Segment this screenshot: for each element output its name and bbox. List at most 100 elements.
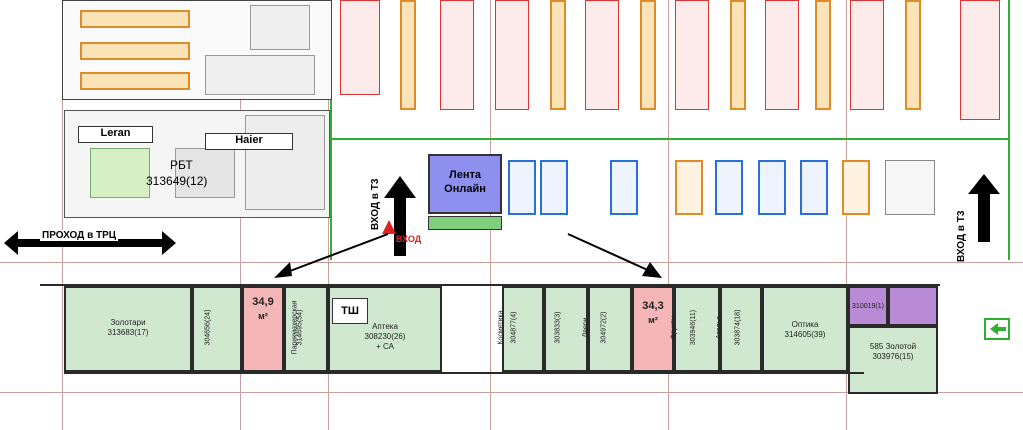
unit-585: 585 Золотой 303976(15): [848, 326, 938, 394]
pointer-arrow: [274, 233, 389, 278]
unit-zolotari: Золотари 313683(17): [64, 286, 192, 372]
unit-id: 308230(26): [364, 332, 406, 341]
entrance-arrow-left: [384, 176, 416, 256]
furniture: [175, 148, 235, 198]
unit-304656: 304656(24): [192, 286, 242, 372]
exit-arrow-icon: [990, 323, 1006, 335]
unit-303833: 303833(3): [544, 286, 588, 372]
rack: [80, 10, 190, 28]
unit-name: Золотари: [110, 318, 146, 327]
unit-id: 314695(54): [296, 309, 304, 346]
rack: [495, 0, 529, 110]
unit-available-343: 34,3 м²: [632, 286, 674, 372]
rack: [640, 0, 656, 110]
checkout: [715, 160, 743, 215]
unit-available-349: 34,9 м²: [242, 286, 284, 372]
lenta-online-label: Лента Онлайн: [444, 169, 486, 195]
checkout: [508, 160, 536, 215]
rbt-id: 313649(12): [146, 174, 208, 188]
unit-id: 303976(15): [872, 352, 914, 361]
unit-id: 310019(1): [852, 303, 884, 310]
rack: [80, 72, 190, 90]
leran-label: Leran: [78, 126, 153, 143]
checkout: [540, 160, 568, 215]
unit-doors: Двери 304972(2): [583, 286, 632, 372]
checkout: [800, 160, 828, 215]
green-counter: [428, 216, 502, 230]
rack: [550, 0, 566, 110]
equipment: [205, 55, 315, 95]
rack: [905, 0, 921, 110]
unit-name: Ателье: [715, 316, 723, 339]
unit-area-unit: м²: [258, 311, 268, 321]
exit-icon: [984, 318, 1010, 340]
wall: [1008, 0, 1010, 260]
shop-row-top: [40, 284, 940, 286]
unit-id: 304972(2): [600, 311, 608, 344]
rack: [960, 0, 1000, 120]
unit-hairdresser: Парикмахерская 314695(54): [284, 286, 328, 372]
entrance-red-label: ВХОД: [396, 234, 422, 244]
rack: [815, 0, 831, 110]
haier-label: Haier: [205, 133, 293, 150]
checkout: [610, 160, 638, 215]
grid-line: [846, 0, 847, 430]
rack: [80, 42, 190, 60]
unit-id: 303874(18): [734, 309, 742, 346]
unit-optics: Оптика 314605(39): [762, 286, 848, 372]
wall: [330, 100, 332, 260]
entrance-label-right: ВХОД в Т3: [956, 210, 967, 262]
rack: [850, 0, 884, 110]
grid-line: [668, 0, 669, 430]
unit-id: 303946(11): [690, 309, 698, 346]
unit-name: Оптика: [791, 320, 819, 329]
unit-id: 314605(39): [784, 330, 826, 339]
tsh-label: ТШ: [332, 298, 368, 324]
furniture: [245, 115, 325, 210]
rack: [340, 0, 380, 95]
entrance-label-left: ВХОД в Т3: [370, 178, 381, 230]
grid-line: [62, 0, 63, 430]
unit-cosmetics: Косметика 304877(4): [498, 286, 544, 372]
unit-id: 304877(4): [510, 311, 518, 344]
rbt-label: РБТ: [170, 158, 193, 172]
checkout: [675, 160, 703, 215]
unit-atelier: Ателье 303874(18): [716, 286, 762, 372]
warning-icon: [382, 220, 396, 234]
unit-name: Двери: [582, 317, 590, 338]
unit-extra: + СА: [376, 342, 394, 351]
grid-line: [0, 392, 1023, 393]
shop-row-bottom: [64, 372, 864, 374]
checkout: [758, 160, 786, 215]
rack: [585, 0, 619, 110]
passage-arrow: [4, 231, 176, 255]
rack: [400, 0, 416, 110]
furniture: [90, 148, 150, 198]
unit-id: 304656(24): [204, 309, 212, 346]
unit-id: 313683(17): [107, 328, 149, 337]
passage-label: ПРОХОД в ТРЦ: [40, 230, 119, 241]
rack: [440, 0, 474, 110]
unit-area: 34,9: [252, 296, 274, 308]
grid-line: [0, 262, 1023, 263]
unit-310019: 310019(1): [848, 286, 888, 326]
checkout: [842, 160, 870, 215]
unit-area: 34,3: [642, 300, 664, 312]
rack: [730, 0, 746, 110]
unit-fruits: Фрукты 303946(11): [670, 286, 720, 372]
pointer-arrow: [567, 233, 662, 278]
equipment: [250, 5, 310, 50]
unit-name: Аптека: [372, 322, 398, 331]
unit-purple: [888, 286, 938, 326]
unit-name: Фрукты: [670, 315, 678, 340]
rack: [765, 0, 799, 110]
unit-name: Косметика: [497, 310, 505, 345]
entrance-arrow-right: [968, 174, 1000, 242]
unit-area-unit: м²: [648, 315, 658, 325]
unit-id: 303833(3): [554, 311, 562, 344]
lenta-online-zone: Лента Онлайн: [428, 154, 502, 214]
grid-line: [490, 0, 491, 430]
wall: [330, 138, 1010, 140]
rack: [675, 0, 709, 110]
checkout: [885, 160, 935, 215]
